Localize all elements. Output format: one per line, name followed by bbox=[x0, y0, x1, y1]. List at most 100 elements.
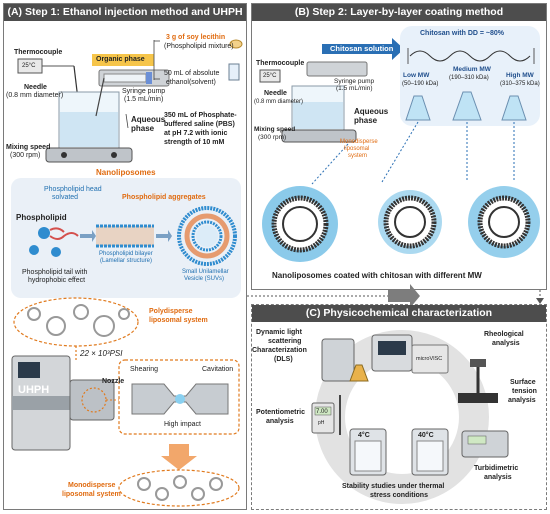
panel-a-title: (A) Step 1: Ethanol injection method and… bbox=[4, 4, 246, 21]
panel-c-graphics bbox=[311, 330, 509, 504]
organic-phase-label: Organic phase bbox=[96, 56, 145, 63]
temperature-reading-b: 25°C bbox=[263, 73, 277, 79]
panel-b-title: (B) Step 2: Layer-by-layer coating metho… bbox=[252, 4, 546, 21]
medium-mw-label: Medium MW bbox=[453, 66, 491, 73]
uhph-label: UHPH bbox=[18, 384, 50, 396]
ethanol-label-1: 50 mL of absolute bbox=[164, 70, 220, 77]
needle-icon bbox=[95, 77, 105, 117]
turb-label-2: analysis bbox=[484, 474, 512, 481]
bilayer-icon bbox=[96, 224, 154, 248]
lecithin-sub-label: (Phospholipid mixture) bbox=[164, 43, 234, 50]
high-mw-range: (310–375 kDa) bbox=[500, 81, 540, 87]
mixing-label-b-1: Mixing speed bbox=[254, 126, 296, 133]
panel-b: (B) Step 2: Layer-by-layer coating metho… bbox=[251, 3, 547, 290]
panel-b-graphics bbox=[259, 26, 540, 262]
potentio-label-1: Potentiometric bbox=[256, 409, 306, 416]
ph-unit: pH bbox=[318, 420, 325, 426]
bilayer-label-2: (Lamellar structure) bbox=[100, 258, 153, 264]
thermocouple-label-b: Thermocouple bbox=[256, 60, 305, 67]
organic-phase-box bbox=[92, 54, 154, 66]
syringe-label-2: (1.5 mL/min) bbox=[124, 96, 164, 103]
surface-line-3: analysis bbox=[508, 397, 536, 404]
flask-medium-icon bbox=[452, 91, 482, 121]
dls-instrument-icon bbox=[321, 338, 355, 382]
pressure-label: 22 × 10³PSI bbox=[80, 349, 123, 358]
shearing-label: Shearing bbox=[130, 366, 159, 373]
stirrer-plate-icon-b bbox=[281, 129, 357, 143]
stirrer-plate-icon bbox=[45, 147, 133, 163]
potentio-label-2: analysis bbox=[266, 418, 294, 425]
coated-liposome-medium-icon bbox=[378, 190, 442, 254]
mono-label-1: Monodisperse bbox=[68, 482, 116, 489]
surface-line-2: tension bbox=[512, 388, 537, 395]
mixing-label-b-2: (300 rpm) bbox=[258, 134, 287, 141]
head-label-1: Phospholipid head bbox=[44, 186, 102, 193]
mixing-label-1: Mixing speed bbox=[6, 144, 51, 151]
temp-4c-label: 4°C bbox=[358, 432, 370, 439]
temperature-reading: 25°C bbox=[22, 63, 36, 69]
stability-label-1: Stability studies under thermal bbox=[342, 483, 445, 490]
syringe-pump-icon-b bbox=[306, 61, 368, 77]
rheo-label-2: analysis bbox=[492, 340, 520, 347]
syringe-icon bbox=[103, 73, 147, 83]
panel-a: (A) Step 1: Ethanol injection method and… bbox=[3, 3, 247, 510]
dls-line-2: scattering bbox=[268, 338, 302, 345]
head-label-2: solvated bbox=[52, 194, 79, 201]
turb-label-1: Turbidimetric bbox=[474, 465, 519, 472]
syringe-label-b-2: (1.5 mL/min) bbox=[336, 85, 373, 92]
aqueous-label-2: phase bbox=[131, 124, 155, 133]
mono-label-b-1: Monodisperse bbox=[340, 139, 378, 145]
flask-high-icon bbox=[501, 95, 527, 121]
thermocouple-display-icon-b bbox=[259, 69, 281, 83]
temp-40c-label: 40°C bbox=[418, 432, 434, 439]
pbs-line-2: buffered saline (PBS) bbox=[164, 121, 235, 128]
thermocouple-label: Thermocouple bbox=[14, 49, 63, 56]
panel-c-title: (C) Physicochemical characterization bbox=[252, 305, 546, 322]
panel-c: (C) Physicochemical characterization Dyn… bbox=[251, 304, 547, 510]
aqueous-label-1: Aqueous bbox=[131, 115, 166, 124]
suv-label-1: Small Unilamellar bbox=[182, 269, 229, 275]
suv-vesicle-icon bbox=[177, 206, 237, 266]
surface-line-1: Surface bbox=[510, 379, 536, 386]
aqueous-label-b-2: phase bbox=[354, 116, 378, 125]
tensiometer-icon bbox=[458, 393, 498, 403]
nozzle-label: Nozzle bbox=[102, 378, 125, 385]
mono-label-b-3: system bbox=[348, 153, 368, 159]
mixing-label-2: (300 rpm) bbox=[10, 152, 41, 159]
syringe-label-1: Syringe pump bbox=[122, 88, 166, 95]
chitosan-arrow-icon bbox=[322, 38, 404, 60]
chitosan-solution-label: Chitosan solution bbox=[330, 44, 394, 53]
tail-label-2: hydrophobic effect bbox=[28, 277, 86, 284]
dls-line-3: Characterization bbox=[252, 347, 307, 354]
coated-caption: Nanoliposomes coated with chitosan with … bbox=[272, 271, 482, 280]
dls-line-1: Dynamic light bbox=[256, 329, 302, 336]
nanoliposomes-label: Nanoliposomes bbox=[96, 168, 156, 177]
needle-label-1: Needle bbox=[24, 84, 47, 91]
medium-mw-range: (190–310 kDa) bbox=[449, 75, 489, 81]
low-mw-label: Low MW bbox=[403, 72, 430, 79]
dd-label: Chitosan with DD = ~80% bbox=[420, 30, 505, 37]
ph-reading: 7.00 bbox=[316, 409, 328, 415]
ethanol-label-2: ethanol(solvent) bbox=[166, 79, 216, 86]
aqueous-label-b-1: Aqueous bbox=[354, 107, 389, 116]
pbs-line-4: strength of 10 mM bbox=[164, 139, 225, 146]
cavitation-label: Cavitation bbox=[202, 366, 234, 373]
lecithin-label: 3 g of soy lecithin bbox=[166, 34, 226, 41]
panel-a-graphics bbox=[11, 39, 243, 507]
polydisperse-label-1: Polydisperse bbox=[149, 308, 193, 315]
pbs-line-1: 350 mL of Phosphate- bbox=[164, 112, 237, 119]
bilayer-label-1: Phospholipid bilayer bbox=[99, 251, 153, 257]
flask-low-icon bbox=[405, 95, 431, 121]
polydisperse-label-2: liposomal system bbox=[149, 317, 208, 324]
needle-label-2: (0.8 mm diameter) bbox=[6, 92, 64, 99]
high-mw-label: High MW bbox=[506, 72, 534, 79]
aggregates-label: Phospholipid aggregates bbox=[122, 194, 206, 201]
pbs-line-3: at pH 7.2 with ionic bbox=[164, 130, 228, 137]
impact-label: High impact bbox=[164, 421, 201, 428]
mono-label-b-2: liposomal bbox=[344, 146, 370, 152]
needle-label-b-1: Needle bbox=[264, 90, 287, 97]
dls-line-4: (DLS) bbox=[274, 356, 293, 363]
suv-label-2: Vesicle (SUVs) bbox=[184, 276, 225, 282]
tail-label-1: Phospholipid tail with bbox=[22, 269, 88, 276]
phospholipid-label: Phospholipid bbox=[16, 213, 67, 222]
